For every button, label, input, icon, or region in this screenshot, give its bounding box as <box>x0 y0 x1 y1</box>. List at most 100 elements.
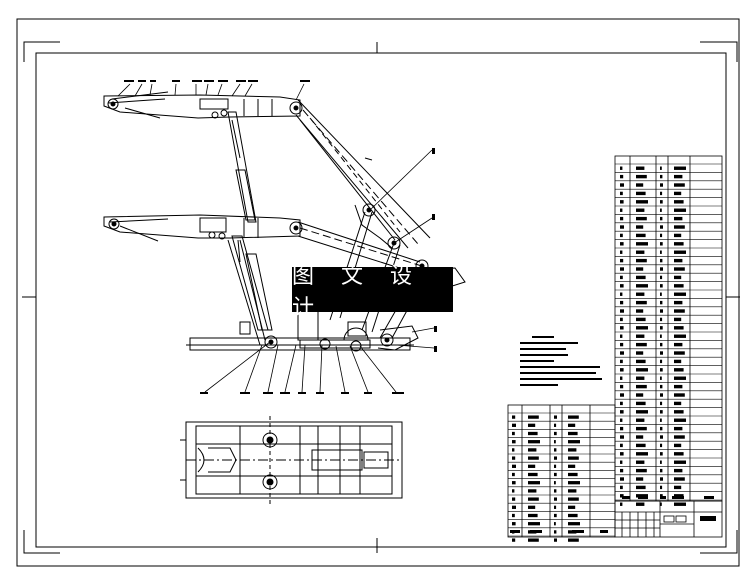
parts-list-rows <box>615 163 722 506</box>
table-cell-text <box>660 225 663 229</box>
table-cell-text <box>620 300 624 305</box>
table-cell-text <box>554 522 556 526</box>
table-cell-text <box>636 410 648 414</box>
table-cell-text <box>620 216 624 221</box>
table-cell-text <box>636 477 644 481</box>
table-cell-text <box>620 317 623 322</box>
table-cell-text <box>512 481 516 485</box>
note-line <box>520 372 596 374</box>
table-cell-text <box>528 423 536 427</box>
table-cell-text <box>636 485 646 490</box>
table-cell-text <box>512 472 515 477</box>
table-cell-text <box>620 191 623 196</box>
table-cell-text <box>660 191 663 196</box>
table-cell-text <box>512 513 515 518</box>
table-cell-text <box>620 334 623 338</box>
table-cell-text <box>674 393 685 397</box>
table-cell-text <box>636 351 644 355</box>
table-cell-text <box>512 423 516 427</box>
table-cell-text <box>620 225 624 229</box>
table-cell-text <box>636 468 647 473</box>
table-cell-text <box>674 485 682 490</box>
table-cell-text <box>636 368 648 372</box>
outer-frame <box>16 18 740 567</box>
table-cell-text <box>660 443 663 448</box>
table-cell-text <box>636 342 647 347</box>
table-cell-text <box>674 502 686 506</box>
note-line <box>520 366 600 368</box>
parts-list-lower-rows <box>508 412 615 542</box>
table-cell-text <box>674 267 685 271</box>
note-line <box>520 384 558 386</box>
table-cell-text <box>554 497 557 501</box>
table-cell-text <box>674 183 685 187</box>
balloon-marks <box>124 80 437 394</box>
table-cell-text <box>674 275 682 280</box>
table-cell-text <box>620 200 624 204</box>
table-cell-text <box>636 300 647 305</box>
table-cell-text <box>674 250 686 254</box>
table-cell-text <box>660 267 663 271</box>
table-cell-text <box>636 267 644 271</box>
table-cell-text <box>660 334 662 338</box>
table-cell-text <box>636 401 646 406</box>
inner-frame <box>35 52 727 548</box>
table-cell-text <box>674 242 684 246</box>
title-block <box>614 500 723 538</box>
table-cell-text <box>554 530 557 534</box>
table-cell-text <box>620 233 623 238</box>
table-cell-text <box>528 497 539 501</box>
table-cell-text <box>660 435 663 439</box>
table-cell-text <box>674 418 686 422</box>
table-cell-text <box>528 456 539 460</box>
table-cell-text <box>568 489 577 493</box>
table-cell-text <box>660 502 662 506</box>
table-cell-text <box>512 522 516 526</box>
table-cell-text <box>660 393 663 397</box>
table-cell-text <box>674 334 686 338</box>
table-cell-text <box>636 309 644 313</box>
table-cell-text <box>636 426 647 431</box>
table-cell-text <box>660 258 663 263</box>
table-cell-text <box>620 384 624 389</box>
table-cell-text <box>674 477 685 481</box>
table-cell-text <box>636 334 645 338</box>
table-cell-text <box>512 489 515 493</box>
table-cell-text <box>620 401 623 406</box>
table-cell-text <box>674 309 685 313</box>
table-cell-text <box>620 443 623 448</box>
table-cell-text <box>620 242 624 246</box>
table-cell-text <box>674 494 684 498</box>
table-cell-text <box>674 225 685 229</box>
table-cell-text <box>620 452 624 456</box>
leader-lines <box>117 83 435 393</box>
note-line <box>520 360 554 362</box>
table-cell-text <box>528 489 537 493</box>
table-cell-text <box>636 502 645 506</box>
table-cell-text <box>620 309 624 313</box>
note-line <box>520 342 578 344</box>
table-cell-text <box>660 376 662 380</box>
table-cell-text <box>620 485 623 490</box>
table-cell-text <box>636 275 646 280</box>
hydraulic-legs <box>227 111 273 346</box>
watermark-banner: 图 文 设 计 <box>292 264 453 321</box>
table-cell-text <box>660 309 663 313</box>
table-cell-text <box>674 376 686 380</box>
table-cell-text <box>528 415 539 419</box>
table-cell-text <box>660 410 663 414</box>
table-cell-text <box>636 384 647 389</box>
table-cell-text <box>620 292 623 296</box>
table-cell-text <box>636 393 644 397</box>
table-cell-text <box>568 522 580 526</box>
table-cell-text <box>660 300 663 305</box>
table-cell-text <box>674 166 686 170</box>
table-cell-text <box>568 456 579 460</box>
table-cell-text <box>554 513 557 518</box>
table-cell-text <box>674 258 683 263</box>
table-cell-text <box>554 448 557 452</box>
table-cell-text <box>568 497 579 501</box>
table-cell-text <box>636 216 647 221</box>
table-cell-text <box>636 242 648 246</box>
